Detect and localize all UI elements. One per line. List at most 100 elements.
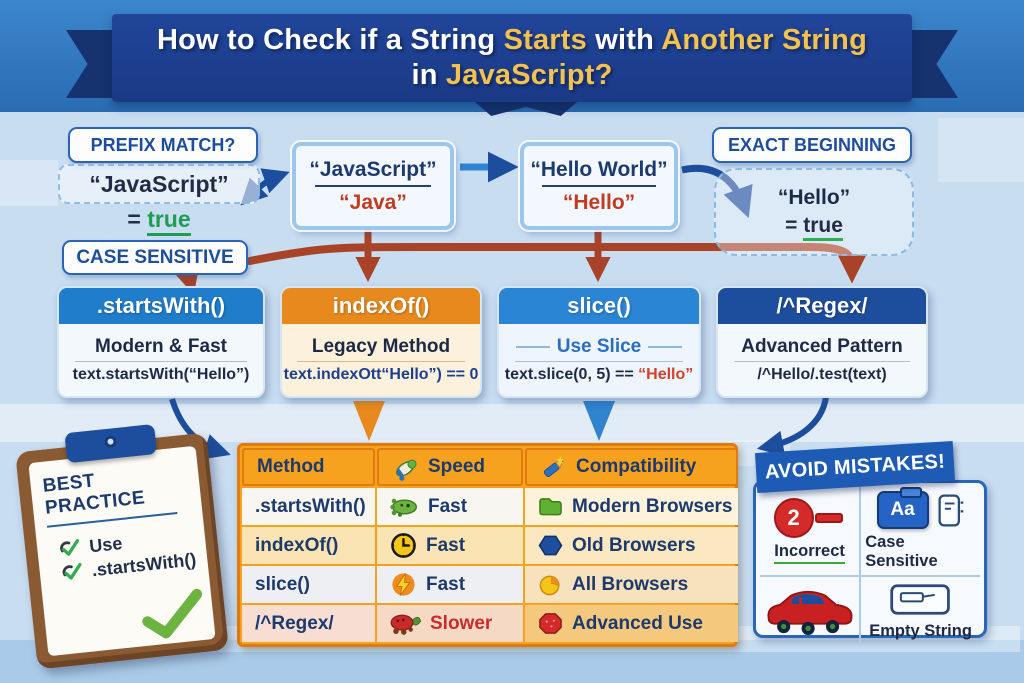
best-practice-item: .startsWith(): [59, 548, 199, 584]
table-row: indexOf() Fast Old Browsers: [242, 527, 738, 564]
incorrect-key-icon: 2: [773, 498, 846, 538]
key-circle: 2: [773, 498, 814, 538]
case-sensitive-label: CASE SENSITIVE: [62, 240, 248, 275]
yellow-badge-icon: [538, 573, 563, 596]
card-code: /^Hello/.test(text): [757, 366, 887, 383]
method-cell: slice(): [242, 566, 375, 603]
key-bar: [814, 513, 843, 523]
speed-cell: Fast: [377, 527, 523, 564]
blimp-icon: [390, 496, 419, 518]
card-regex: /^Regex/ Advanced Pattern /^Hello/.test(…: [716, 286, 928, 398]
divider: [74, 361, 248, 362]
comparison-table: Method Speed Compatibility .startsWith()…: [237, 443, 738, 647]
card-body: Modern & Fast text.startsWith(“Hello”): [59, 324, 263, 396]
best-practice-title: BEST PRACTICE: [41, 470, 146, 519]
rocket-icon: [392, 454, 419, 481]
lightning-icon: [390, 571, 417, 598]
exact-result-box: “Hello” = true: [714, 168, 914, 256]
check-icon: [56, 536, 82, 560]
method-cell: .startsWith(): [242, 488, 375, 525]
table-row: /^Regex/ Slower Advanced Use: [242, 605, 738, 642]
mistake-case-sensitive: Aa Case Sensitive: [861, 487, 980, 577]
speed-cell: Fast: [377, 488, 523, 525]
background-patch: [0, 160, 58, 206]
exact-result: = true: [785, 214, 843, 241]
speed-cell: Fast: [377, 566, 523, 603]
card-slice: slice() Use Slice text.slice(0, 5) == “H…: [497, 286, 701, 398]
mistake-icons: Aa: [876, 487, 965, 529]
exact-value: “Hello”: [777, 186, 851, 209]
speed-cell: Slower: [377, 605, 523, 642]
haystack-string: “Hello World”: [530, 157, 668, 181]
mistake-car: [760, 577, 862, 645]
method-cell: /^Regex/: [242, 605, 375, 642]
card-code: text.slice(0, 5) == “Hello”: [504, 366, 694, 383]
mistake-label: Incorrect: [774, 542, 845, 564]
avoid-mistakes-panel: 2 Incorrect Aa Case Sensitive Empty Stri…: [753, 480, 987, 645]
card-subtitle: Advanced Pattern: [741, 336, 903, 357]
table-row: .startsWith() Fast Modern Browsers: [242, 488, 738, 525]
header-compatibility: Compatibility: [525, 448, 738, 486]
compare-box-2: “Hello World” “Hello”: [518, 140, 680, 232]
divider: [734, 361, 910, 362]
field-icon: [889, 581, 953, 618]
pencil-icon: [540, 454, 567, 481]
doc-icon: [937, 492, 965, 529]
haystack-string: “JavaScript”: [309, 157, 437, 181]
card-code: text.indexOtt“Hello”) == 0: [283, 366, 479, 383]
mistake-label: Empty String: [869, 622, 972, 640]
true-value: true: [147, 206, 191, 236]
card-startswith: .startsWith() Modern & Fast text.startsW…: [57, 286, 265, 398]
best-practice-clipboard: BEST PRACTICE Use .startsWith(): [15, 423, 229, 670]
card-subtitle: Modern & Fast: [95, 336, 227, 357]
header-speed: Speed: [377, 448, 523, 486]
title-banner: How to Check if a String Starts with Ano…: [112, 14, 912, 102]
needle-string: “Java”: [339, 190, 407, 214]
divider: [297, 361, 465, 362]
mistake-label: Case Sensitive: [865, 533, 938, 570]
compat-cell: Old Browsers: [525, 527, 738, 564]
prefix-match-label: PREFIX MATCH?: [68, 127, 258, 163]
divider: [314, 184, 432, 187]
title-line-2: in JavaScript?: [411, 59, 613, 91]
card-body: Advanced Pattern /^Hello/.test(text): [718, 324, 926, 396]
card-subtitle: Use Slice: [503, 336, 695, 358]
card-title: .startsWith(): [59, 288, 263, 324]
case-folder-icon: Aa: [876, 487, 929, 529]
needle-string: “Hello”: [562, 190, 636, 214]
card-title: slice(): [499, 288, 699, 324]
mistake-empty-string: Empty String: [861, 577, 980, 645]
blue-hexagon-icon: [538, 534, 563, 557]
card-indexof: indexOf() Legacy Method text.indexOtt“He…: [280, 286, 482, 398]
green-folder-icon: [538, 495, 563, 518]
clock-icon: [390, 532, 417, 559]
divider: [514, 361, 684, 362]
case-box-tail: [174, 267, 200, 295]
red-badge-icon: [538, 612, 563, 635]
mistake-incorrect: 2 Incorrect: [760, 487, 862, 577]
header-method: Method: [242, 448, 375, 486]
card-body: Legacy Method text.indexOtt“Hello”) == 0: [282, 324, 480, 396]
check-icon: [59, 560, 85, 584]
compat-cell: Advanced Use: [525, 605, 738, 642]
background-patch: [938, 118, 1024, 182]
car-icon: [763, 586, 857, 637]
card-body: Use Slice text.slice(0, 5) == “Hello”: [499, 324, 699, 396]
compare-box-1: “JavaScript” “Java”: [290, 140, 456, 232]
card-subtitle: Legacy Method: [311, 336, 451, 357]
prefix-result: = true: [58, 206, 260, 236]
avoid-mistakes-grid: 2 Incorrect Aa Case Sensitive Empty Stri…: [760, 487, 980, 645]
clipboard-paper: BEST PRACTICE Use .startsWith(): [28, 445, 216, 657]
true-value: true: [803, 214, 843, 241]
card-title: indexOf(): [282, 288, 480, 324]
card-code: text.startsWith(“Hello”): [72, 366, 250, 383]
turtle-car-icon: [390, 612, 421, 635]
big-check-icon: [137, 588, 210, 643]
compat-cell: All Browsers: [525, 566, 738, 603]
best-practice-item: Use: [56, 524, 196, 560]
method-cell: indexOf(): [242, 527, 375, 564]
table-header-row: Method Speed Compatibility: [242, 448, 738, 486]
title-line-1: How to Check if a String Starts with Ano…: [156, 24, 868, 56]
prefix-value: “JavaScript”: [58, 164, 260, 204]
